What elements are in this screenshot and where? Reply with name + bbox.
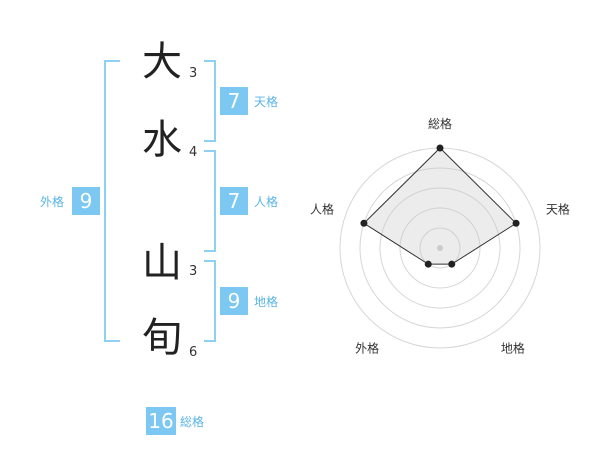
radar-series-polygon — [363, 147, 517, 265]
radar-axis-label-1: 総格 — [428, 116, 452, 131]
radar-ring-1 — [419, 227, 461, 269]
chikaku-badge: 9 — [220, 287, 248, 315]
gaikaku-label: 外格 — [40, 195, 65, 209]
radar-center-dot — [437, 245, 443, 251]
radar-axis-label-4: 外格 — [355, 340, 379, 355]
radar-ring-2 — [399, 207, 481, 289]
radar-axis-label-5: 人格 — [310, 202, 334, 217]
soukaku-label: 総格 — [180, 415, 205, 429]
tenkaku-bracket — [204, 60, 216, 142]
soukaku-badge: 16 — [146, 407, 176, 435]
radar-point-1 — [436, 144, 444, 152]
radar-ring-3 — [379, 187, 501, 309]
radar-ring-4 — [359, 167, 521, 329]
jinkaku-label: 人格 — [254, 195, 279, 209]
stroke-count-2: 4 — [189, 145, 198, 160]
chikaku-label: 地格 — [254, 295, 279, 309]
radar-point-2 — [512, 219, 520, 227]
jinkaku-badge: 7 — [220, 187, 248, 215]
radar-point-5 — [360, 219, 368, 227]
gaikaku-bracket — [104, 60, 120, 342]
name-char-1: 大 — [142, 39, 182, 85]
tenkaku-label: 天格 — [254, 95, 279, 109]
name-char-4: 旬 — [142, 315, 182, 361]
stroke-count-4: 6 — [189, 345, 198, 360]
stroke-count-1: 3 — [189, 66, 198, 81]
name-char-2: 水 — [142, 117, 182, 163]
gaikaku-badge: 9 — [72, 187, 100, 215]
radar-point-3 — [448, 260, 456, 268]
stroke-count-3: 3 — [189, 264, 198, 279]
tenkaku-badge: 7 — [220, 87, 248, 115]
jinkaku-bracket — [204, 150, 216, 252]
radar-axis-label-3: 地格 — [501, 340, 525, 355]
radar-axis-label-2: 天格 — [546, 202, 570, 217]
name-char-3: 山 — [142, 240, 182, 286]
chikaku-bracket — [204, 260, 216, 342]
radar-point-4 — [424, 260, 432, 268]
